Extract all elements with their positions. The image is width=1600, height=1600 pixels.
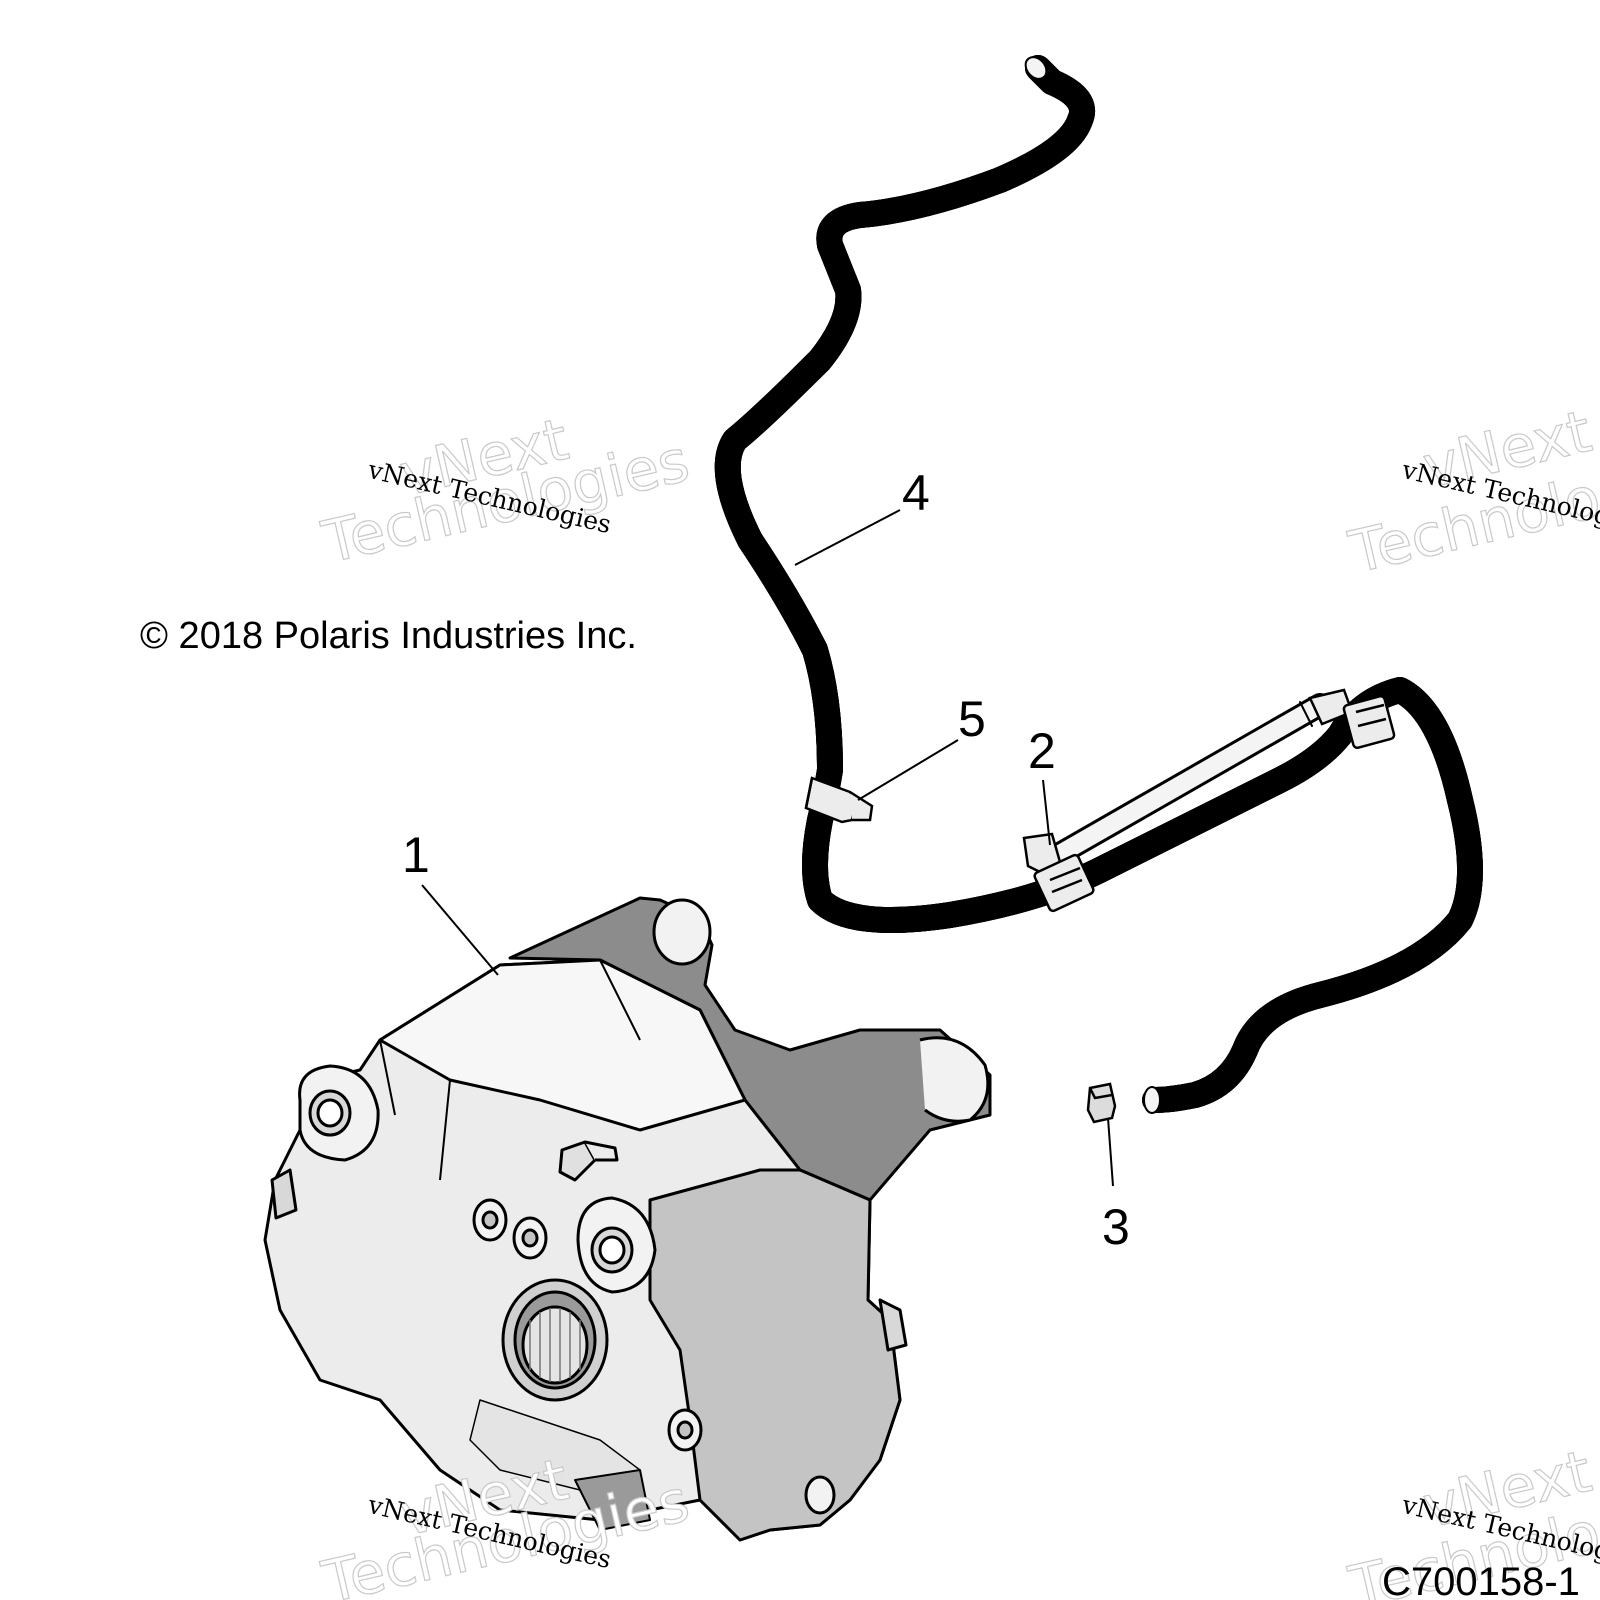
hose-clip	[1022, 688, 1396, 913]
leader-line-2	[1042, 779, 1051, 846]
leader-line-5	[857, 739, 959, 801]
hose-clamp	[804, 776, 874, 824]
callout-5: 5	[958, 691, 986, 747]
leader-line-1	[421, 884, 499, 976]
copyright-notice: © 2018 Polaris Industries Inc.	[140, 615, 637, 657]
callout-2: 2	[1028, 723, 1056, 779]
gearcase-assembly	[263, 896, 992, 1542]
leader-lines	[421, 509, 1114, 1187]
leader-line-3	[1107, 1117, 1114, 1187]
callout-4: 4	[902, 465, 930, 521]
callout-3: 3	[1102, 1199, 1130, 1255]
vent-hose	[728, 55, 1470, 1114]
figure-code: C700158-1	[1382, 1560, 1580, 1600]
leader-line-4	[794, 509, 901, 566]
callout-1: 1	[402, 827, 430, 883]
hose-plug	[1086, 1082, 1117, 1124]
